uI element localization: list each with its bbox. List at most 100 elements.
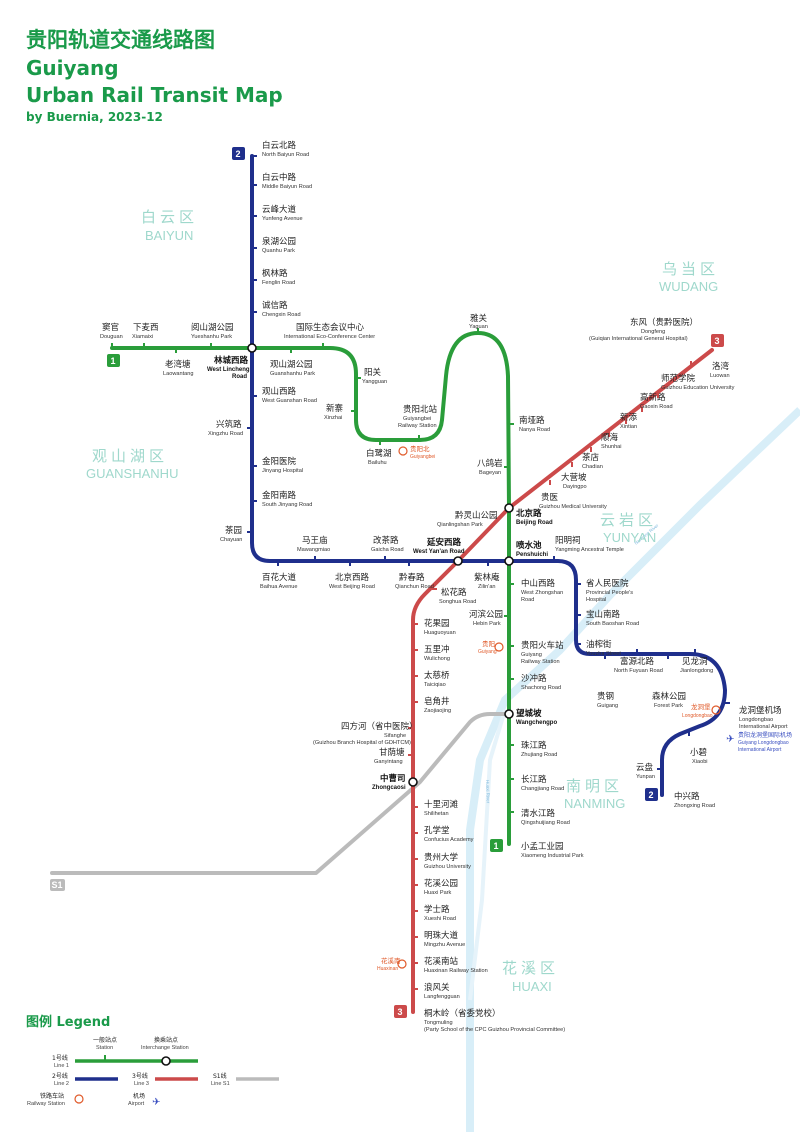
station-yunfeng-zh[interactable]: 云峰大道 xyxy=(262,204,297,215)
station-tick xyxy=(413,832,418,834)
station-guiyi-zh[interactable]: 贵医 xyxy=(541,492,559,503)
station-fuyuanbei-zh[interactable]: 富源北路 xyxy=(620,656,655,667)
interchange-beijinglu[interactable] xyxy=(504,503,514,513)
station-xiaobi-zh[interactable]: 小碧 xyxy=(690,747,708,758)
station-luowan-zh[interactable]: 洛湾 xyxy=(712,361,730,372)
station-guojishengtai-zh[interactable]: 国际生态会议中心 xyxy=(296,322,365,333)
station-shunhai-zh[interactable]: 顺海 xyxy=(601,432,619,443)
interchange-yananxi[interactable] xyxy=(453,556,463,566)
station-linchengxi-zh[interactable]: 林城西路 xyxy=(214,355,249,366)
station-zhongxing-zh[interactable]: 中兴路 xyxy=(674,791,700,802)
station-guiyangbeizhan-en1: Guiyangbei xyxy=(403,416,431,422)
station-songhua-zh[interactable]: 松花路 xyxy=(441,587,467,598)
station-xingzhu-zh[interactable]: 兴筑路 xyxy=(216,419,242,430)
station-hebin-zh[interactable]: 河滨公园 xyxy=(469,609,503,620)
station-xinzhai-zh[interactable]: 新寨 xyxy=(326,403,344,414)
station-chayuan-zh[interactable]: 茶园 xyxy=(225,525,242,536)
station-baiyunzhong-zh[interactable]: 白云中路 xyxy=(262,172,297,183)
station-qianlingshan-en: Qianlingshan Park xyxy=(437,522,483,528)
interchange-wangchengpo[interactable] xyxy=(504,709,514,719)
station-shengrenmin-en1: Provincial People's xyxy=(586,590,633,596)
station-yananxi-zh[interactable]: 延安西路 xyxy=(426,537,462,548)
station-yunpan-zh[interactable]: 云盘 xyxy=(636,762,654,773)
station-qianlingshan-zh[interactable]: 黔灵山公园 xyxy=(455,510,498,521)
station-baiyunbei-zh[interactable]: 白云北路 xyxy=(262,140,297,151)
station-longdongbao-zh[interactable]: 龙洞堡机场 xyxy=(739,705,782,716)
station-mawangmiao-zh[interactable]: 马王庙 xyxy=(302,535,328,546)
station-gaicha-zh[interactable]: 改茶路 xyxy=(373,535,399,546)
station-zhujiang-zh[interactable]: 珠江路 xyxy=(521,740,547,751)
station-tick xyxy=(504,615,509,617)
station-quanhu-zh[interactable]: 泉湖公园 xyxy=(262,236,296,247)
interchange-linchengxi[interactable] xyxy=(247,343,257,353)
station-gaoxin-zh[interactable]: 高新路 xyxy=(640,392,666,403)
station-guiyanghuoche-zh[interactable]: 贵阳火车站 xyxy=(521,640,564,651)
station-guanshanhu-zh[interactable]: 观山湖公园 xyxy=(270,359,313,370)
line-2-badge-text: 2 xyxy=(236,149,241,159)
station-senlin-zh[interactable]: 森林公园 xyxy=(652,691,686,702)
interchange-penshuichi[interactable] xyxy=(504,556,514,566)
station-guigang-en: Guigang xyxy=(597,703,618,709)
station-tick xyxy=(477,328,479,333)
station-qianchun-zh[interactable]: 黔春路 xyxy=(399,572,425,583)
station-guigang-zh[interactable]: 贵钢 xyxy=(597,691,614,702)
station-zhongcaosi-zh[interactable]: 中曹司 xyxy=(380,773,406,784)
station-baihua-zh[interactable]: 百花大道 xyxy=(262,572,297,583)
station-huaxigongyuan-zh[interactable]: 花溪公园 xyxy=(424,878,458,889)
station-kongxuetang-zh[interactable]: 孔学堂 xyxy=(424,825,450,836)
railway-huaxinan-en: Huaxinan xyxy=(377,966,398,972)
station-penshuichi-zh[interactable]: 喷水池 xyxy=(516,540,542,551)
station-shachong-zh[interactable]: 沙冲路 xyxy=(521,673,547,684)
station-xiaomeng-zh[interactable]: 小孟工业园 xyxy=(521,841,564,852)
station-sifanghe-zh[interactable]: 四方河（省中医院） xyxy=(341,721,418,732)
station-beijingxi-zh[interactable]: 北京西路 xyxy=(335,572,370,583)
station-dongfeng-zh[interactable]: 东风（贵黔医院） xyxy=(630,317,698,328)
station-yueshanhu-zh[interactable]: 阅山湖公园 xyxy=(191,322,234,333)
interchange-zhongcaosi[interactable] xyxy=(408,777,418,787)
station-langfengguan-zh[interactable]: 浪风关 xyxy=(424,982,450,993)
district-baiyun-zh: 白云区 xyxy=(141,208,198,226)
station-tick xyxy=(636,649,638,654)
station-taicixiao-zh[interactable]: 太慈桥 xyxy=(424,670,450,681)
station-ganyintang-zh[interactable]: 甘荫塘 xyxy=(379,747,405,758)
station-chadian-zh[interactable]: 茶店 xyxy=(582,452,600,463)
station-tongmuling-zh[interactable]: 桐木岭（省委党校） xyxy=(424,1008,501,1019)
station-baoshannan-zh[interactable]: 宝山南路 xyxy=(586,609,621,620)
station-xintian-zh[interactable]: 新添 xyxy=(620,412,638,423)
station-changjiang-zh[interactable]: 长江路 xyxy=(521,774,547,785)
station-jianlongdong-zh[interactable]: 见龙洞 xyxy=(682,656,708,667)
station-jinyangnan-zh[interactable]: 金阳南路 xyxy=(262,490,297,501)
station-laowantang-zh[interactable]: 老湾塘 xyxy=(165,359,191,370)
station-guiyangbeizhan-zh[interactable]: 贵阳北站 xyxy=(403,404,438,415)
station-mingzhu-zh[interactable]: 明珠大道 xyxy=(424,930,459,941)
station-zhongshanxi-zh[interactable]: 中山西路 xyxy=(521,578,556,589)
station-zaojiaojing-zh[interactable]: 皂角井 xyxy=(424,696,450,707)
station-wulichong-zh[interactable]: 五里冲 xyxy=(424,644,450,655)
station-beijingxi-en: West Beijing Road xyxy=(329,584,375,590)
station-wangchengpo-zh[interactable]: 望城坡 xyxy=(516,708,542,719)
station-qingshuijiang-zh[interactable]: 清水江路 xyxy=(521,808,556,819)
station-bageyan-zh[interactable]: 八鸽岩 xyxy=(477,458,503,469)
station-xueshi-zh[interactable]: 学士路 xyxy=(424,904,450,915)
station-dayingpo-zh[interactable]: 大营坡 xyxy=(561,472,587,483)
station-beijinglu-zh[interactable]: 北京路 xyxy=(516,508,542,519)
station-youzha-zh[interactable]: 油榨街 xyxy=(586,639,612,650)
station-huaxinan-zh[interactable]: 花溪南站 xyxy=(424,956,459,967)
station-nanya-zh[interactable]: 南垭路 xyxy=(519,415,545,426)
station-shengrenmin-zh[interactable]: 省人民医院 xyxy=(586,578,629,589)
station-fenglin-zh[interactable]: 枫林路 xyxy=(262,268,288,279)
station-douguan-zh[interactable]: 窦官 xyxy=(102,322,119,333)
station-huaguoyuan-zh[interactable]: 花果园 xyxy=(424,618,450,629)
station-xiamaisi-zh[interactable]: 下麦西 xyxy=(133,322,159,333)
station-bailuhu-zh[interactable]: 白鹭湖 xyxy=(366,448,392,459)
station-chengxin-zh[interactable]: 诚信路 xyxy=(262,300,288,311)
station-yaguan-zh[interactable]: 雅关 xyxy=(470,313,488,324)
station-yangguan-zh[interactable]: 阳关 xyxy=(364,367,382,378)
station-yangming-zh[interactable]: 阳明祠 xyxy=(555,535,581,546)
station-jinyangyiyuan-zh[interactable]: 金阳医院 xyxy=(262,456,297,467)
station-guizhoudaxue-zh[interactable]: 贵州大学 xyxy=(424,852,459,863)
station-zilin-zh[interactable]: 紫林庵 xyxy=(474,572,500,583)
station-shifan-zh[interactable]: 师范学院 xyxy=(661,373,696,384)
station-guanshanxi-zh[interactable]: 观山西路 xyxy=(262,386,297,397)
station-shilihetan-zh[interactable]: 十里河滩 xyxy=(424,799,459,810)
